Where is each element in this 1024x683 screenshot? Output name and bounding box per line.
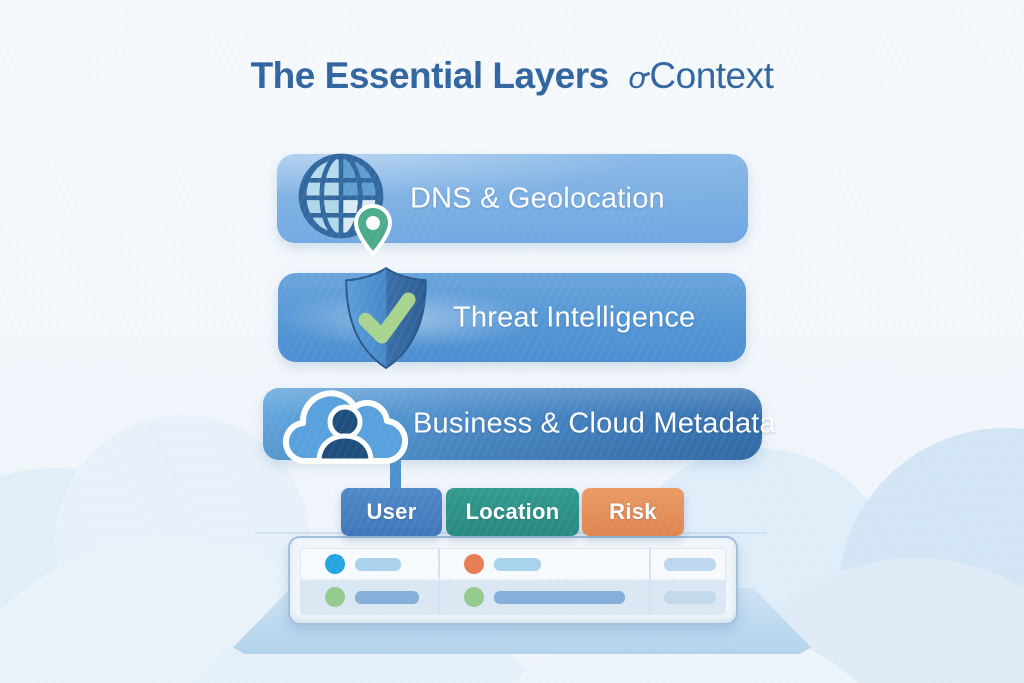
status-dot [464, 587, 484, 607]
table-row [301, 579, 725, 614]
layer-label: DNS & Geolocation [410, 182, 665, 214]
table-cell [438, 580, 649, 614]
metadata-panel [288, 536, 738, 625]
page-title: The Essential Layers o-Context [0, 55, 1024, 97]
tag-label: Location [465, 499, 560, 524]
data-bar [355, 557, 401, 571]
table-cell [301, 549, 438, 579]
shield-check-icon [340, 265, 432, 371]
layer-label: Business & Cloud Metadata [413, 407, 776, 440]
tag-label: User [366, 499, 417, 524]
cloud-user-icon [277, 375, 409, 467]
metadata-table [301, 549, 725, 614]
cloud-icon [282, 390, 409, 465]
tag-user: User [341, 488, 442, 536]
data-bar [664, 590, 716, 604]
data-bar [664, 557, 716, 571]
title-suffix: Context [649, 55, 774, 96]
status-dot [464, 554, 484, 574]
globe-pin-icon [295, 150, 393, 256]
table-cell [649, 549, 725, 579]
tag-label: Risk [609, 499, 657, 524]
data-bar [494, 590, 625, 604]
connector-line [390, 456, 401, 493]
table-cell [649, 580, 725, 614]
status-dot [325, 587, 345, 607]
shield-icon [345, 267, 427, 369]
layer-business-cloud-metadata: Business & Cloud Metadata [263, 388, 776, 465]
location-pin-icon [353, 204, 393, 256]
data-bar [494, 557, 541, 571]
layer-dns-geolocation: DNS & Geolocation [277, 153, 748, 256]
layer-label: Threat Intelligence [453, 301, 696, 333]
table-cell [301, 580, 438, 614]
table-row [301, 549, 725, 579]
data-bar [355, 590, 419, 604]
layer-threat-intelligence: Threat Intelligence [278, 267, 746, 369]
title-main: The Essential Layers [250, 55, 610, 96]
table-cell [438, 549, 649, 579]
tag-risk: Risk [582, 488, 684, 536]
title-connector-o: o [628, 60, 646, 95]
status-dot [325, 554, 345, 574]
tag-location: Location [446, 488, 579, 536]
